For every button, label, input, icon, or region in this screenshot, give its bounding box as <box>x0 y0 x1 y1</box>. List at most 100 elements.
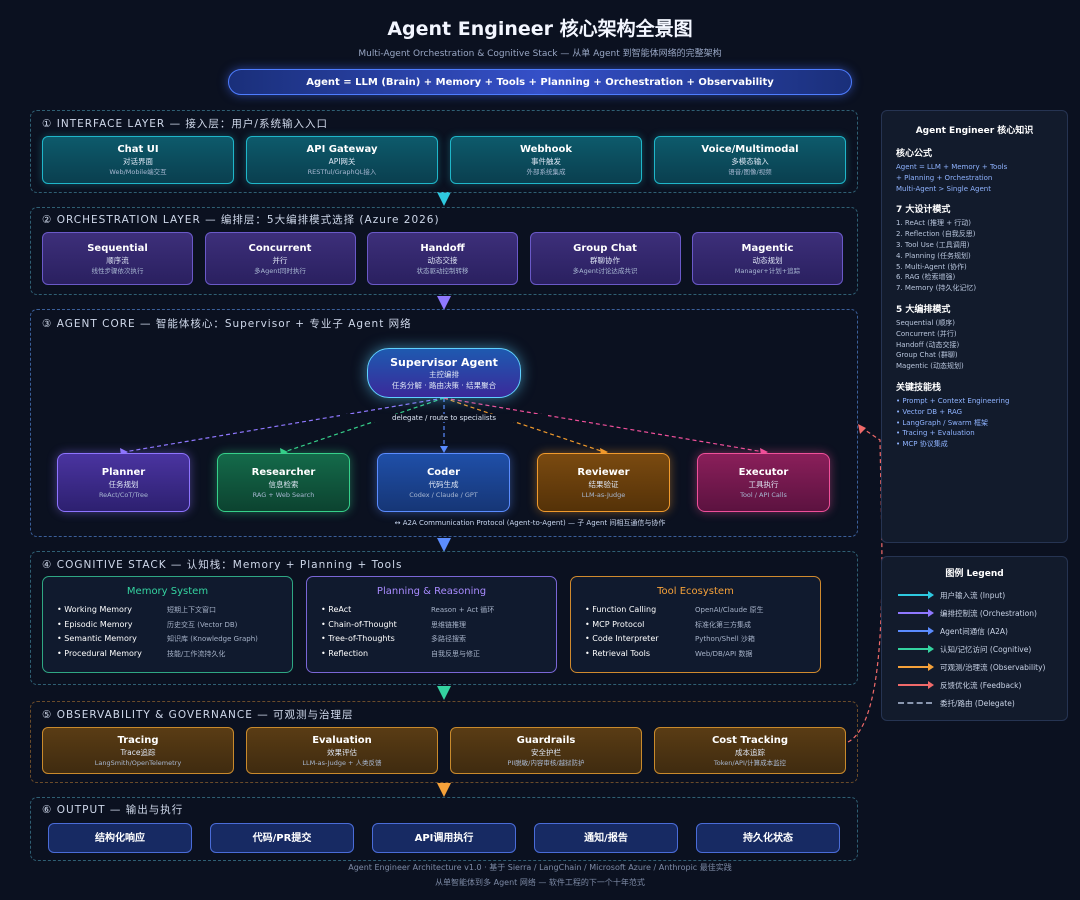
legend-line-icon <box>898 681 934 689</box>
output-layer <box>30 797 858 861</box>
item-key: • Procedural Memory <box>57 647 167 662</box>
arrow-head-icon <box>928 663 934 671</box>
output-card-2[interactable]: 代码/PR提交 <box>210 823 354 853</box>
guardrails-card-desc: PII脱敏/内容审核/越狱防护 <box>507 758 585 767</box>
group-chat-card-subtitle: 群聊协作 <box>590 255 620 265</box>
delegate-label: delegate / route to specialists <box>340 414 548 422</box>
legend-title: 图例 Legend <box>945 569 1004 579</box>
output-card-5[interactable]: 持久化状态 <box>696 823 840 853</box>
legend-line-icon <box>898 645 934 653</box>
legend-label: 用户输入流 (Input) <box>940 590 1006 600</box>
knowledge-line: Group Chat (群聊) <box>896 351 958 360</box>
legend-label: 认知/记忆访问 (Cognitive) <box>940 644 1032 654</box>
legend-panel: 图例 Legend 用户输入流 (Input) 编排控制流 (Orchestrat… <box>881 556 1068 721</box>
output-card-1[interactable]: 结构化响应 <box>48 823 192 853</box>
legend-label: 反馈优化流 (Feedback) <box>940 680 1022 690</box>
item-key-text: Code Interpreter <box>592 634 659 643</box>
handoff-card-title: Handoff <box>420 242 465 254</box>
legend-item: 编排控制流 (Orchestration) <box>898 604 1067 622</box>
arrow-head-icon <box>928 591 934 599</box>
bullet-icon: • <box>321 605 329 614</box>
knowledge-line: Sequential (顺序) <box>896 318 955 327</box>
legend-label: 可观测/治理流 (Observability) <box>940 662 1046 672</box>
sequential-card-desc: 线性步骤依次执行 <box>91 266 144 275</box>
page-title: Agent Engineer 核心架构全景图 <box>387 18 693 40</box>
knowledge-section-heading: 核心公式 <box>896 149 933 159</box>
evaluation-card-subtitle: 效果评估 <box>327 747 357 757</box>
item-key-text: Tree-of-Thoughts <box>328 634 395 643</box>
output-card-4[interactable]: 通知/报告 <box>534 823 678 853</box>
observability-layer <box>30 701 858 783</box>
knowledge-section-heading: 5 大编排模式 <box>896 304 951 315</box>
api-gateway-card-subtitle: API网关 <box>328 157 356 166</box>
sequential-card-subtitle: 顺序流 <box>106 255 129 265</box>
item-value: 标准化第三方集成 <box>695 620 751 629</box>
evaluation-card-title: Evaluation <box>312 734 372 746</box>
magentic-card-desc: Manager+计划+追踪 <box>734 266 801 275</box>
output-card-label: 结构化响应 <box>95 832 145 844</box>
bullet-icon: • <box>57 648 65 658</box>
knowledge-line: • Tracing + Evaluation <box>896 429 975 438</box>
item-key-text: Function Calling <box>592 605 657 614</box>
chat-ui-card-subtitle: 对话界面 <box>123 157 153 166</box>
interface-layer-title: ① INTERFACE LAYER — 接入层：用户/系统输入入口 <box>42 118 328 130</box>
legend-item: 委托/路由 (Delegate) <box>898 694 1067 712</box>
knowledge-line: + Planning + Orchestration <box>896 173 993 182</box>
item-key-text: ReAct <box>328 605 352 614</box>
cognitive-layer <box>30 551 858 685</box>
item-value: 知识库 (Knowledge Graph) <box>167 635 258 643</box>
concurrent-card-desc: 多Agent同时执行 <box>254 266 306 275</box>
footer-line-1: Agent Engineer Architecture v1.0 · 基于 Si… <box>348 863 732 872</box>
bullet-icon: • <box>585 619 593 629</box>
item-key-text: Retrieval Tools <box>592 648 651 658</box>
handoff-card-subtitle: 动态交接 <box>427 255 458 265</box>
magentic-card-title: Magentic <box>741 242 794 254</box>
bullet-icon: • <box>321 634 329 643</box>
researcher-agent-node-title: Researcher <box>251 466 316 478</box>
bullet-icon: • <box>585 648 593 658</box>
bullet-icon: • <box>57 634 65 643</box>
coder-agent-node-subtitle: 代码生成 <box>428 479 459 489</box>
bullet-icon: • <box>321 619 329 629</box>
supervisor-agent-node[interactable]: Supervisor Agent 主控编排 任务分解 · 路由决策 · 结果聚合 <box>367 348 521 398</box>
item-key: • Code Interpreter <box>585 632 695 647</box>
webhook-card-subtitle: 事件触发 <box>531 157 561 166</box>
legend-line-icon <box>898 702 932 704</box>
knowledge-line: 4. Planning (任务规划) <box>896 251 971 260</box>
knowledge-line: • MCP 协议集成 <box>896 440 948 449</box>
evaluation-card-desc: LLM-as-Judge + 人类反馈 <box>302 758 382 767</box>
group-chat-card-desc: 多Agent讨论达成共识 <box>572 266 638 275</box>
coder-agent-node-title: Coder <box>426 466 461 478</box>
magentic-card-subtitle: 动态规划 <box>752 255 783 265</box>
arrow-head-icon <box>928 627 934 635</box>
handoff-card-desc: 状态驱动控制转移 <box>416 266 469 275</box>
webhook-card-title: Webhook <box>519 144 573 155</box>
output-card-3[interactable]: API调用执行 <box>372 823 516 853</box>
planner-agent-node-desc: ReAct/CoT/Tree <box>98 490 149 499</box>
item-key: • Episodic Memory <box>57 618 167 633</box>
a2a-protocol-label: ↔ A2A Communication Protocol (Agent-to-A… <box>394 519 666 527</box>
